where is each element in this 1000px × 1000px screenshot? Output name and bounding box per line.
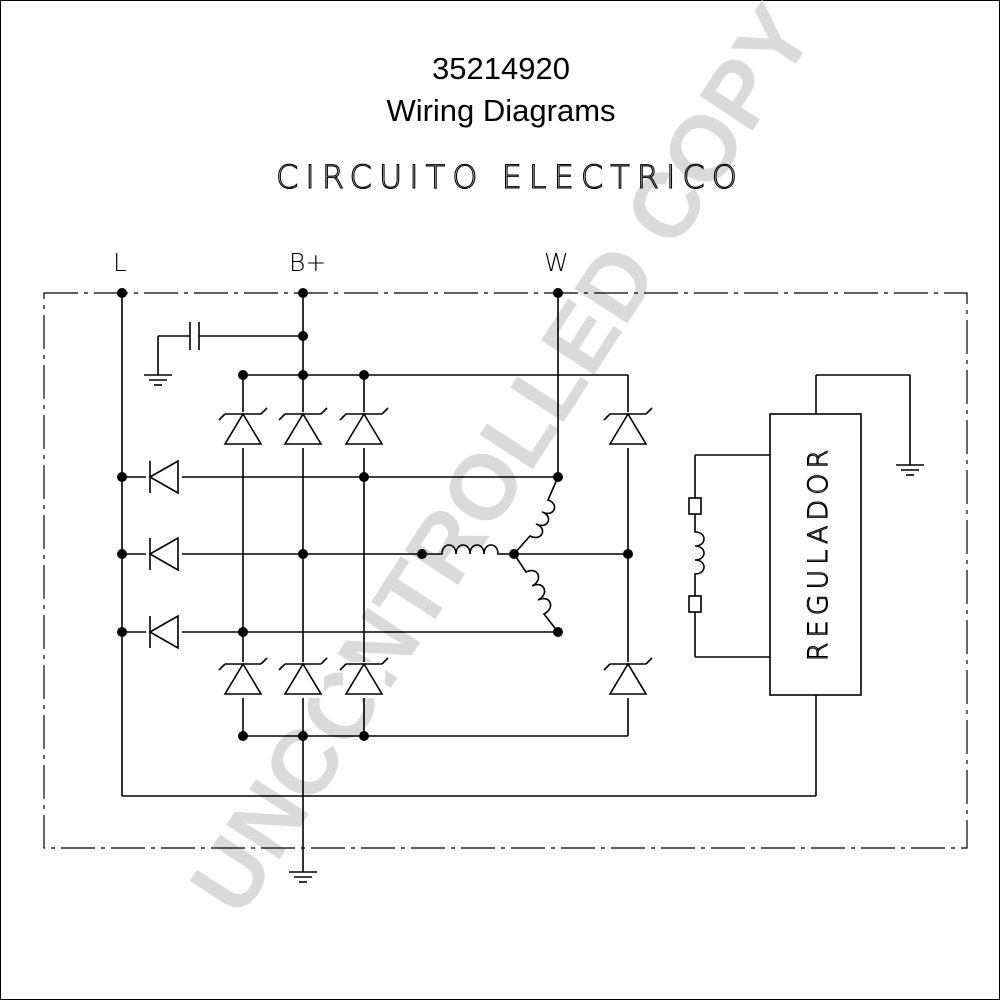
brush-icon <box>688 497 702 515</box>
terminal-label-b-plus: B+ <box>289 248 326 277</box>
uncontrolled-copy-watermark: UNCONTROLLED COPY <box>171 0 833 931</box>
stator-coil-icon <box>513 476 559 555</box>
regulator-label: REGULADOR <box>803 445 834 661</box>
junction-dots <box>117 288 633 741</box>
part-number-title: 35214920 <box>432 51 570 86</box>
ground-icon <box>895 464 925 476</box>
field-coil-icon <box>694 514 705 596</box>
stator-coil-icon <box>422 544 514 555</box>
terminal-label-l: L <box>113 248 127 277</box>
stator-coil-icon <box>513 553 559 633</box>
brush-icon <box>688 595 702 613</box>
wiring-diagrams-subtitle: Wiring Diagrams <box>386 93 616 128</box>
terminal-label-w: W <box>544 248 569 277</box>
ground-icon <box>143 374 173 386</box>
alternator-enclosure <box>43 292 968 849</box>
circuito-electrico-heading: CIRCUITO ELECTRICO <box>276 158 744 196</box>
